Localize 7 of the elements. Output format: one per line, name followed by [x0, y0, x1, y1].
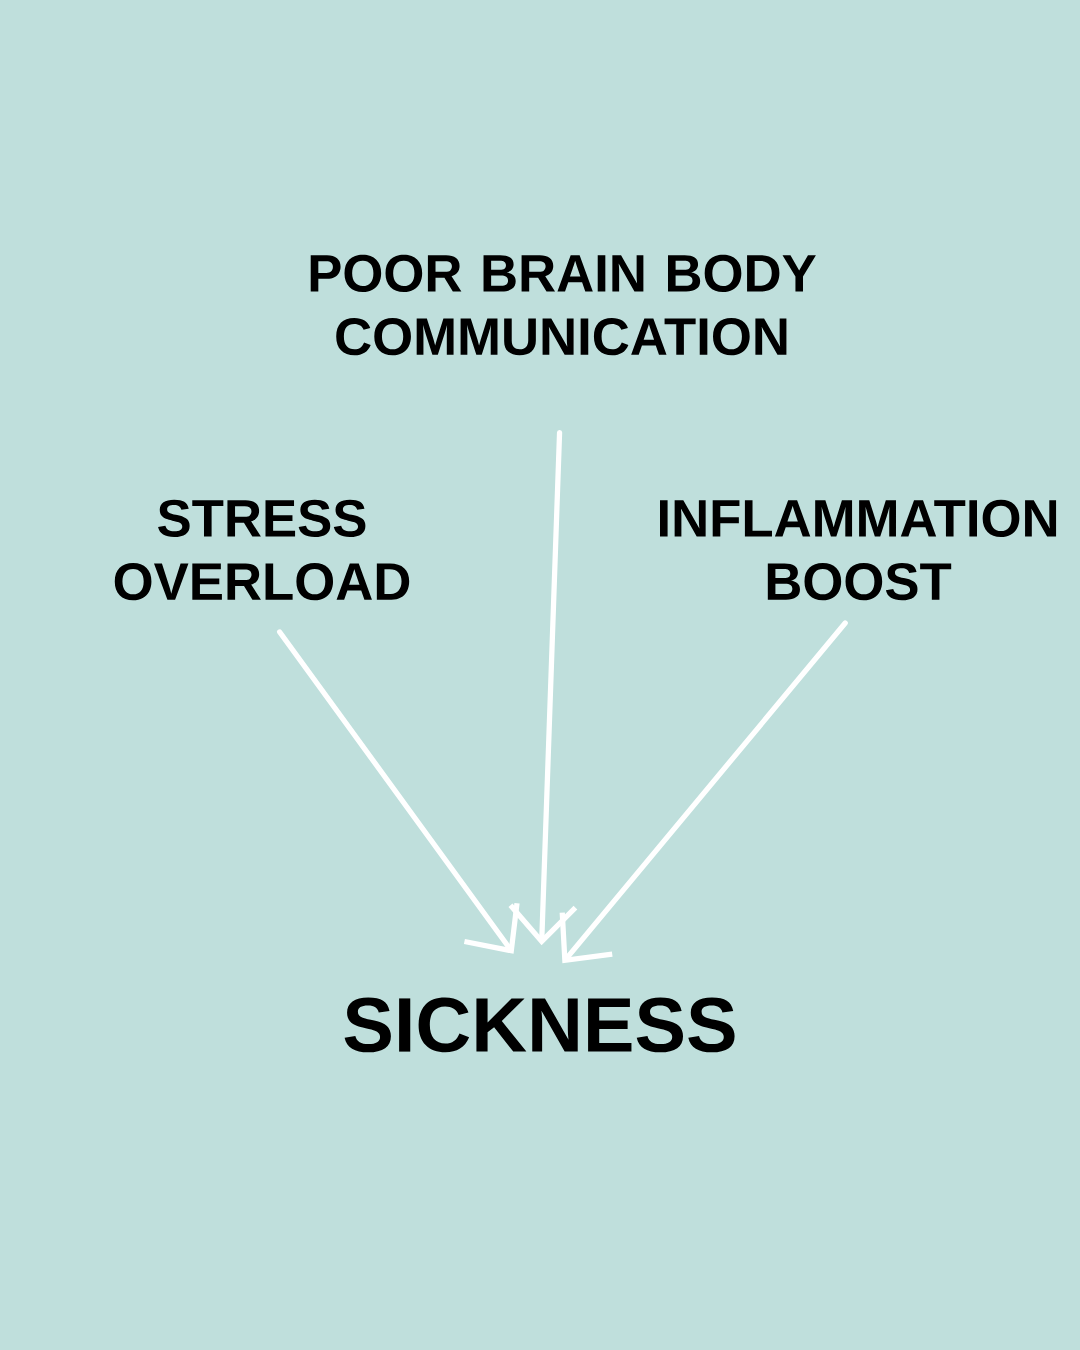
cause-label: INFLAMMATION BOOST [660, 499, 1057, 601]
arrow [559, 620, 848, 964]
cause-label: POOR BRAIN BODY COMMUNICATION [310, 254, 816, 356]
arrow [508, 430, 578, 946]
arrow [277, 629, 520, 954]
heading: SICKNESS [344, 997, 735, 1053]
cause-label: STRESS OVERLOAD [114, 499, 410, 601]
